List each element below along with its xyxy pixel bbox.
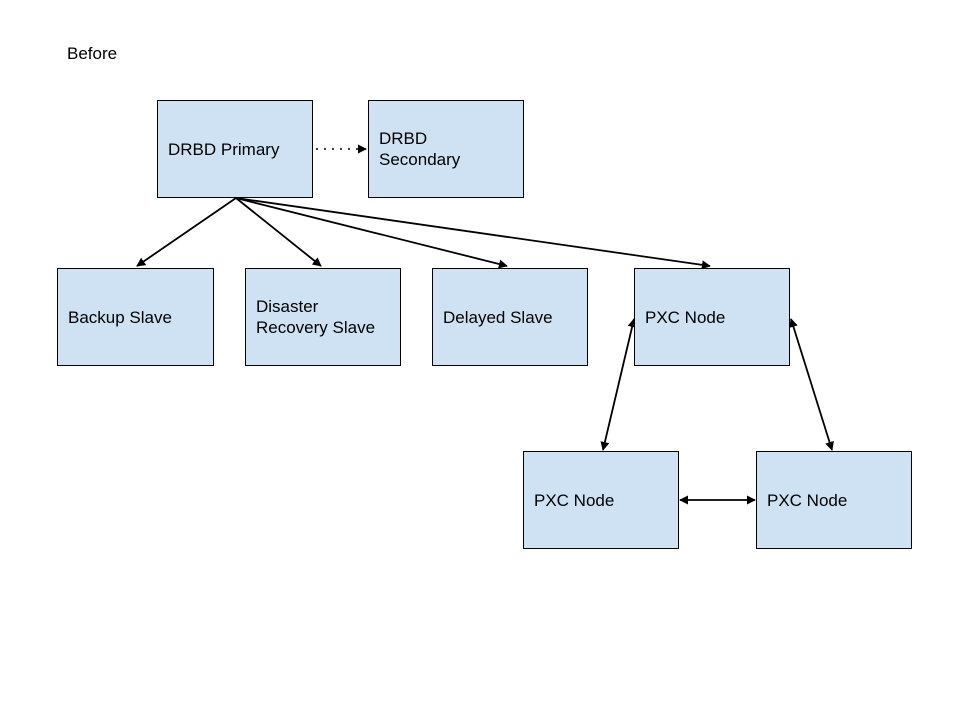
node-label: DRBD Secondary — [379, 129, 461, 169]
node-label: Backup Slave — [68, 307, 172, 327]
node-pxc-node-bottom-right: PXC Node — [756, 451, 912, 549]
node-delayed-slave: Delayed Slave — [432, 268, 588, 366]
edge-primary-to-dr-slave — [235, 197, 322, 267]
edge-pxc-top-bottom-left — [600, 318, 637, 451]
edge-primary-to-backup-slave — [136, 197, 237, 267]
node-backup-slave: Backup Slave — [57, 268, 214, 366]
node-disaster-recovery-slave: Disaster Recovery Slave — [245, 268, 401, 366]
diagram-heading: Before — [67, 44, 118, 63]
node-label: DRBD Primary — [168, 139, 280, 159]
node-label: PXC Node — [645, 307, 726, 327]
edge-primary-to-pxc-node-top — [235, 197, 711, 270]
node-label: Disaster Recovery Slave — [256, 297, 376, 337]
node-drbd-secondary: DRBD Secondary — [368, 100, 524, 198]
node-label: PXC Node — [534, 490, 615, 510]
node-drbd-primary: DRBD Primary — [157, 100, 313, 198]
edge-pxc-top-bottom-right — [789, 318, 834, 451]
node-pxc-node-top: PXC Node — [634, 268, 790, 366]
edge-primary-to-delayed-slave — [235, 197, 508, 269]
node-pxc-node-bottom-left: PXC Node — [523, 451, 679, 549]
node-label: PXC Node — [767, 490, 848, 510]
node-label: Delayed Slave — [443, 307, 553, 327]
